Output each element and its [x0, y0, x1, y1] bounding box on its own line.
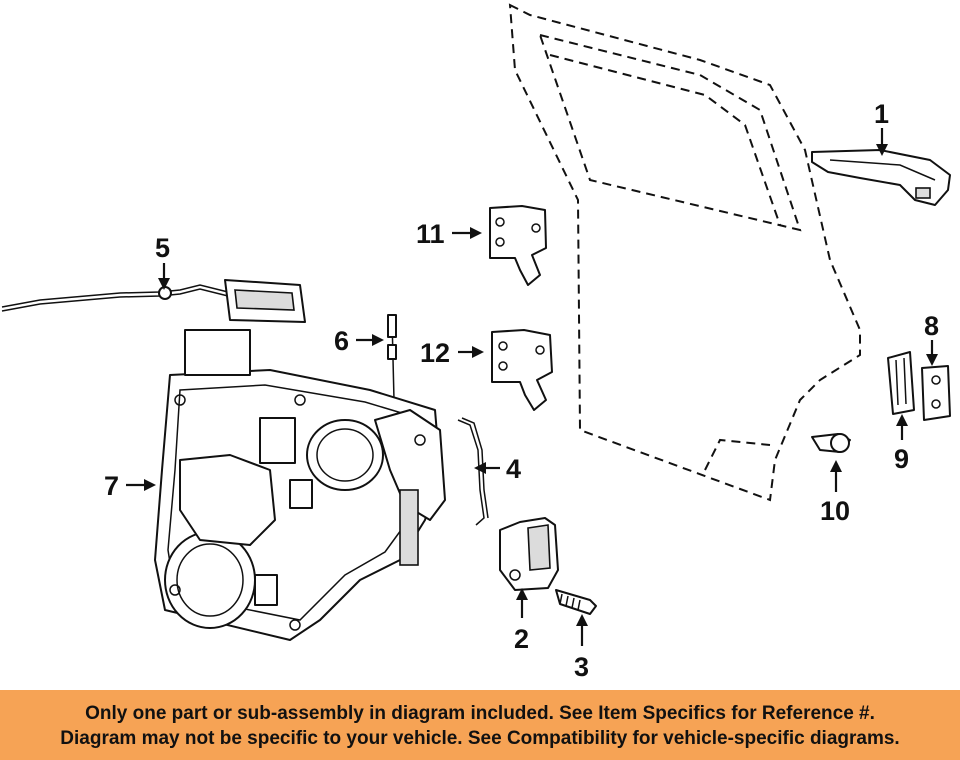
callouts: 1 2 3 4 5 6 7 8 9 10 11 12	[104, 99, 939, 682]
callout-9: 9	[894, 444, 909, 474]
striker-shim	[887, 351, 915, 415]
door-parts-diagram: 1 2 3 4 5 6 7 8 9 10 11 12	[1, 3, 951, 682]
upper-hinge	[489, 205, 547, 286]
callout-8: 8	[924, 311, 939, 341]
inside-handle-cable	[1, 279, 306, 323]
door-module-carrier	[154, 329, 446, 641]
callout-1: 1	[874, 99, 889, 129]
callout-7: 7	[104, 471, 119, 501]
callout-6: 6	[334, 326, 349, 356]
callout-12: 12	[420, 338, 450, 368]
door-striker	[921, 365, 951, 421]
outside-handle	[811, 149, 951, 206]
callout-2: 2	[514, 624, 529, 654]
latch-bolt	[555, 589, 597, 615]
callout-4: 4	[506, 454, 521, 484]
striker-screw	[811, 433, 851, 453]
disclaimer-banner: Only one part or sub-assembly in diagram…	[0, 690, 960, 760]
callout-11: 11	[416, 219, 445, 249]
callout-3: 3	[574, 652, 589, 682]
callout-5: 5	[155, 233, 170, 263]
door-latch	[499, 517, 559, 591]
door-shell	[508, 3, 861, 502]
disclaimer-line-2: Diagram may not be specific to your vehi…	[60, 728, 900, 749]
callout-10: 10	[820, 496, 850, 526]
disclaimer-line-1: Only one part or sub-assembly in diagram…	[85, 703, 875, 724]
lower-hinge	[491, 329, 553, 411]
